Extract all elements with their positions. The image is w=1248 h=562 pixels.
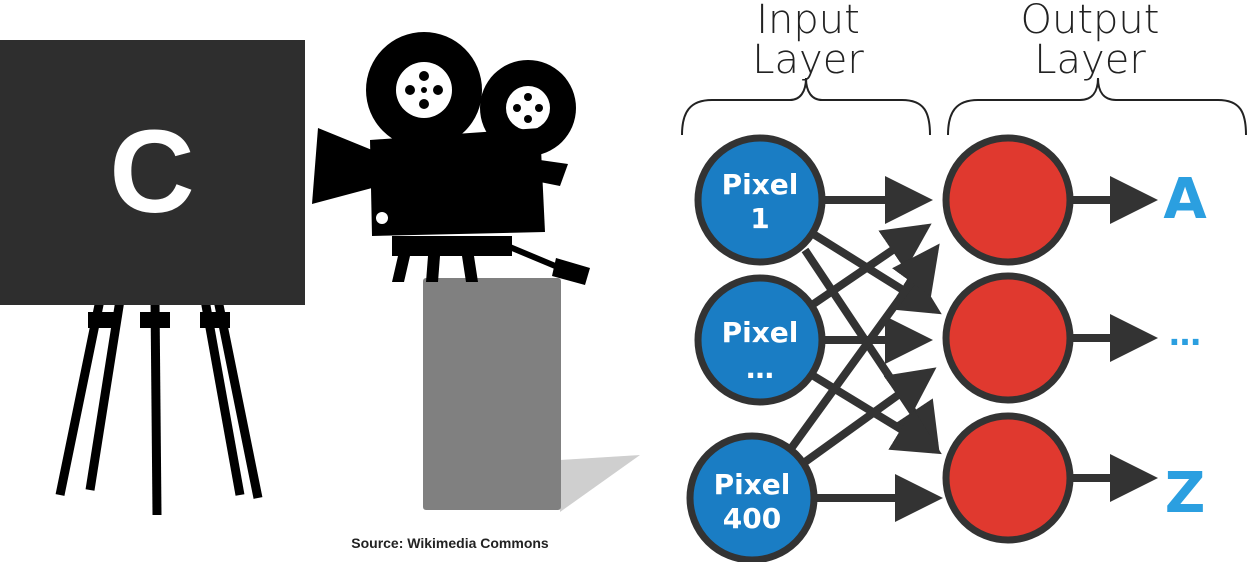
- output-label-1: A: [1163, 167, 1207, 232]
- arrow-in3-out1: [786, 243, 940, 453]
- connections: [786, 176, 1158, 522]
- output-layer-brace: [947, 77, 1247, 136]
- output-label-3: Z: [1165, 461, 1206, 526]
- arrow-in1-out2: [807, 228, 942, 315]
- input-node-2-line1: Pixel: [722, 316, 799, 349]
- input-node-3: Pixel 400: [686, 432, 818, 562]
- chalkboard: [0, 40, 305, 305]
- movie-camera-icon: [312, 32, 590, 285]
- input-node-2: Pixel …: [694, 274, 826, 406]
- output-layer-header-line2: Layer: [1034, 37, 1146, 83]
- input-node-1-line1: Pixel: [722, 168, 799, 201]
- input-layer-brace: [681, 77, 931, 136]
- input-node-3-line1: Pixel: [714, 468, 791, 501]
- output-node-3: [942, 412, 1074, 544]
- input-layer-header-line2: Layer: [752, 37, 864, 83]
- source-caption: Source: Wikimedia Commons: [351, 535, 549, 551]
- arrow-in2-out1: [809, 223, 932, 309]
- arrow-in3-out2: [802, 367, 937, 466]
- output-node-1: [942, 134, 1074, 266]
- chalkboard-letter: C: [109, 106, 194, 238]
- output-layer-header-line1: Output: [1021, 0, 1160, 43]
- easel-icon: [0, 40, 305, 516]
- pedestal-icon: [423, 278, 640, 512]
- input-node-1-line2: 1: [750, 202, 769, 235]
- output-label-2: …: [1169, 315, 1201, 353]
- input-node-1: Pixel 1: [694, 134, 826, 266]
- input-node-3-line2: 400: [723, 502, 781, 535]
- output-node-2: [942, 272, 1074, 404]
- input-layer-header-line1: Input: [756, 0, 860, 43]
- input-node-2-line2: …: [746, 352, 774, 385]
